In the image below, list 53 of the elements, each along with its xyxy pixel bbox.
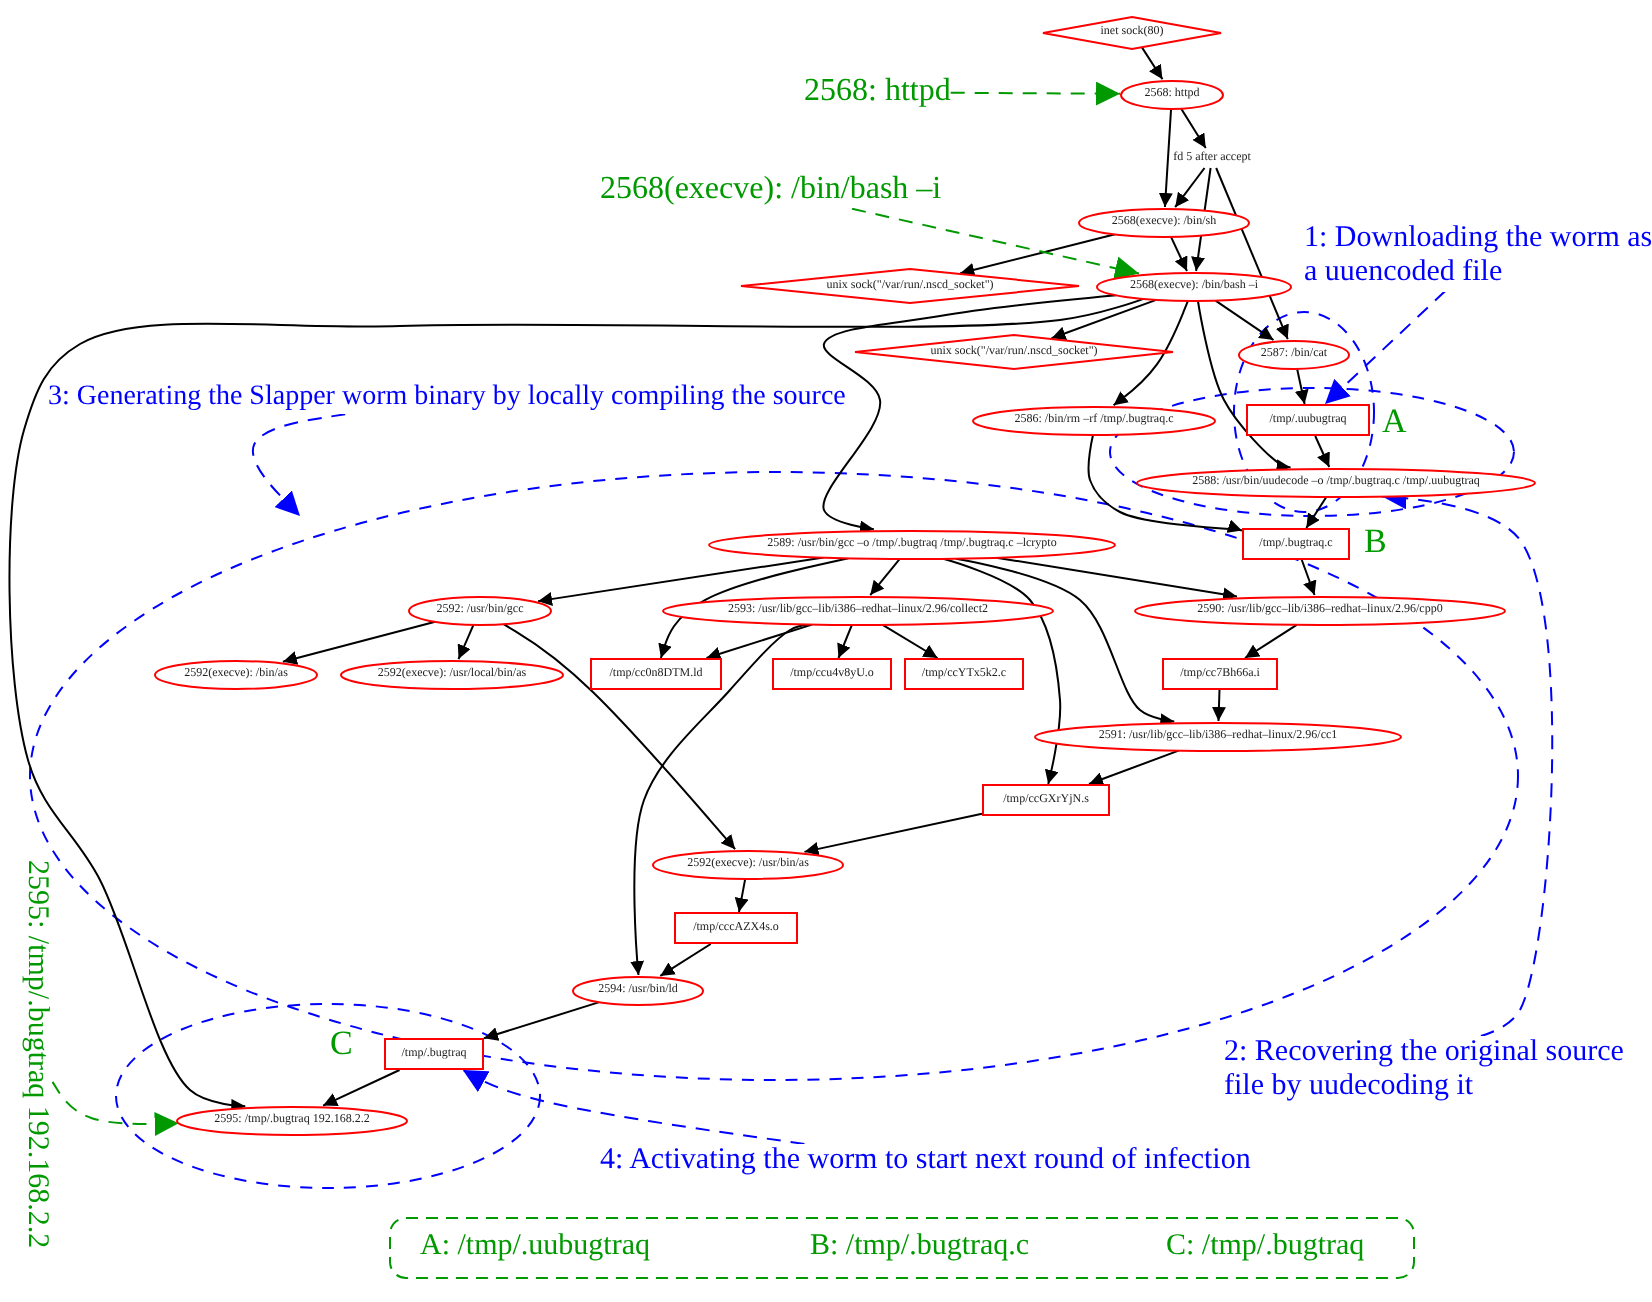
arrow — [457, 623, 475, 661]
arrow — [881, 623, 939, 659]
arrow — [1305, 496, 1328, 529]
arrow — [803, 812, 983, 856]
arrow — [734, 878, 749, 913]
callout-arrow — [1324, 290, 1447, 405]
arrow — [483, 1001, 601, 1041]
annotation-text: 2568(execve): /bin/bash –i — [600, 172, 942, 209]
arrow — [1087, 434, 1243, 533]
callout-arrow — [851, 207, 1140, 280]
arrow — [869, 557, 901, 597]
arrow — [322, 1069, 401, 1107]
callout-arrow — [949, 81, 1121, 106]
callout-arrow — [461, 1069, 806, 1145]
key-text: C: /tmp/.bugtraq — [1166, 1232, 1365, 1262]
arrow — [1244, 623, 1298, 659]
arrow — [281, 620, 437, 665]
key-text: A: /tmp/.uubugtraq — [420, 1232, 650, 1262]
callout-arrow — [51, 1080, 180, 1136]
arrow — [942, 557, 1062, 785]
arrow — [1300, 559, 1317, 596]
arrow — [1180, 107, 1207, 149]
annotation-text: 2568: httpd — [804, 74, 951, 111]
arrow — [1140, 46, 1164, 81]
arrow — [1158, 108, 1173, 208]
arrow — [1294, 368, 1309, 405]
arrow — [959, 233, 1117, 277]
arrow — [1170, 235, 1188, 273]
arrow — [630, 623, 810, 976]
annotation-text: 3: Generating the Slapper worm binary by locally compiling the source — [48, 382, 846, 415]
arrow — [1211, 689, 1226, 722]
file-letter: C — [330, 1026, 353, 1060]
arrow — [1314, 435, 1331, 468]
annotation-text: 2595: /tmp/.bugtraq 192.168.2.2 — [18, 860, 53, 1249]
arrow — [8, 297, 1145, 1113]
arrow — [705, 623, 813, 661]
arrow — [1214, 299, 1275, 342]
arrow — [837, 624, 853, 659]
arrow — [822, 294, 1118, 535]
file-letter: B — [1364, 524, 1387, 558]
callout-arrow — [252, 413, 347, 517]
arrow — [1088, 749, 1180, 786]
arrow — [659, 943, 712, 977]
arrow — [537, 556, 825, 606]
annotation-text: 1: Downloading the worm as a uuencoded file — [1304, 222, 1652, 291]
arrow — [1174, 167, 1206, 209]
arrow — [1112, 299, 1189, 407]
arrow — [658, 557, 850, 659]
arrow — [1050, 298, 1158, 340]
annotation-text: 4: Activating the worm to start next round of infection — [600, 1144, 1251, 1179]
key-text: B: /tmp/.bugtraq.c — [810, 1232, 1030, 1262]
arrow — [502, 623, 737, 851]
file-letter: A — [1382, 404, 1407, 438]
